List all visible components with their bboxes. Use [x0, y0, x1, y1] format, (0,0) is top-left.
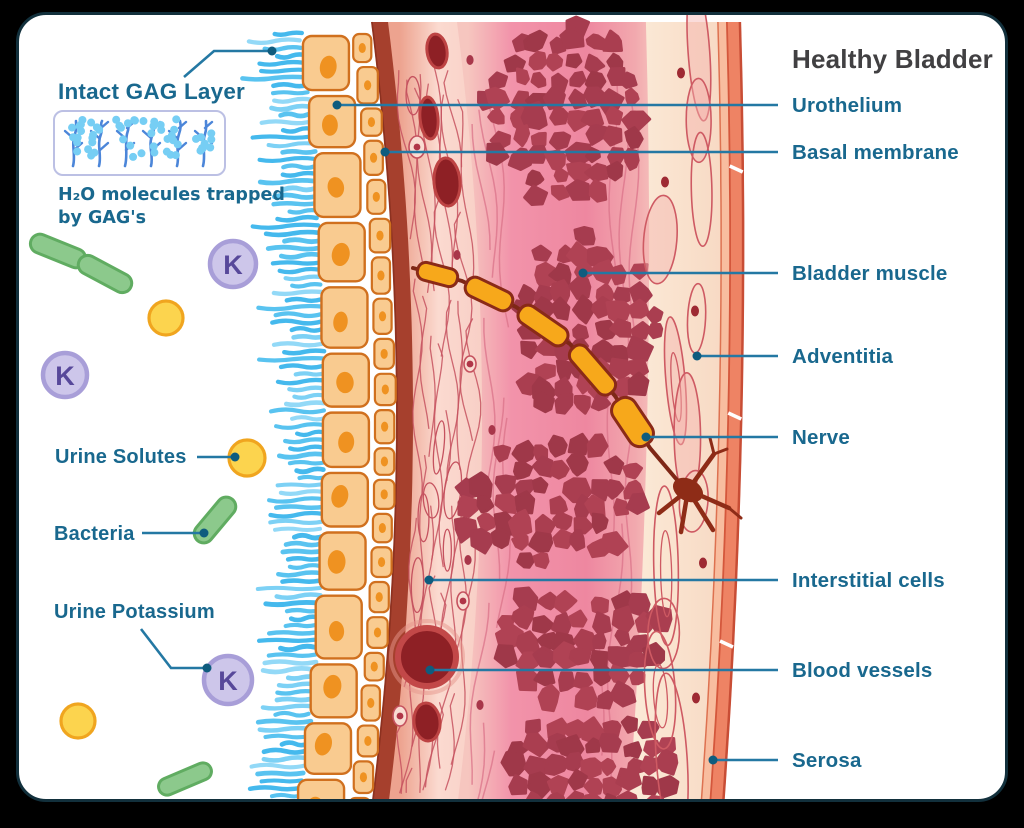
adventitia-band [629, 22, 724, 799]
blood-vessel [412, 701, 442, 743]
urothelium-cells [296, 32, 397, 799]
diagram-card: Healthy Bladder Intact GAG Layer H₂O mol… [16, 12, 1008, 802]
blood-vessels [389, 32, 465, 743]
urothelium-cell [296, 778, 346, 799]
nerve-segment [567, 343, 618, 397]
urothelium-cell-small [350, 796, 370, 799]
potassium-ion-icon [201, 653, 255, 707]
bladder-illustration: Healthy Bladder Intact GAG Layer H₂O mol… [19, 15, 1005, 799]
bladder-muscle-bundles [453, 15, 680, 799]
urine-solute-icon [147, 299, 185, 337]
urine-solute-icon [59, 702, 97, 740]
gag-layer-fringe [240, 30, 329, 799]
nerve-segment [516, 303, 570, 348]
potassium-ion-icon [40, 350, 90, 400]
nerve-segment [463, 275, 515, 313]
potassium-ion-icon [207, 238, 259, 290]
gag-molecule-box [53, 110, 226, 176]
nerve-ending [656, 436, 743, 535]
blood-vessel [432, 156, 462, 208]
bacterium-icon [192, 495, 238, 545]
urine-contents [28, 232, 267, 797]
bacterium-icon [157, 761, 213, 797]
blood-vessel [418, 95, 440, 141]
basal-membrane-band [371, 22, 415, 799]
blood-vessel [425, 32, 449, 70]
bladder-wall-art [28, 15, 778, 799]
leader-lines [139, 46, 778, 765]
blood-vessel-large [395, 625, 459, 689]
nerve-segment [415, 260, 460, 289]
bacterium-icon [76, 253, 134, 295]
serosa-inner-band [701, 22, 732, 799]
nerve [411, 260, 743, 535]
